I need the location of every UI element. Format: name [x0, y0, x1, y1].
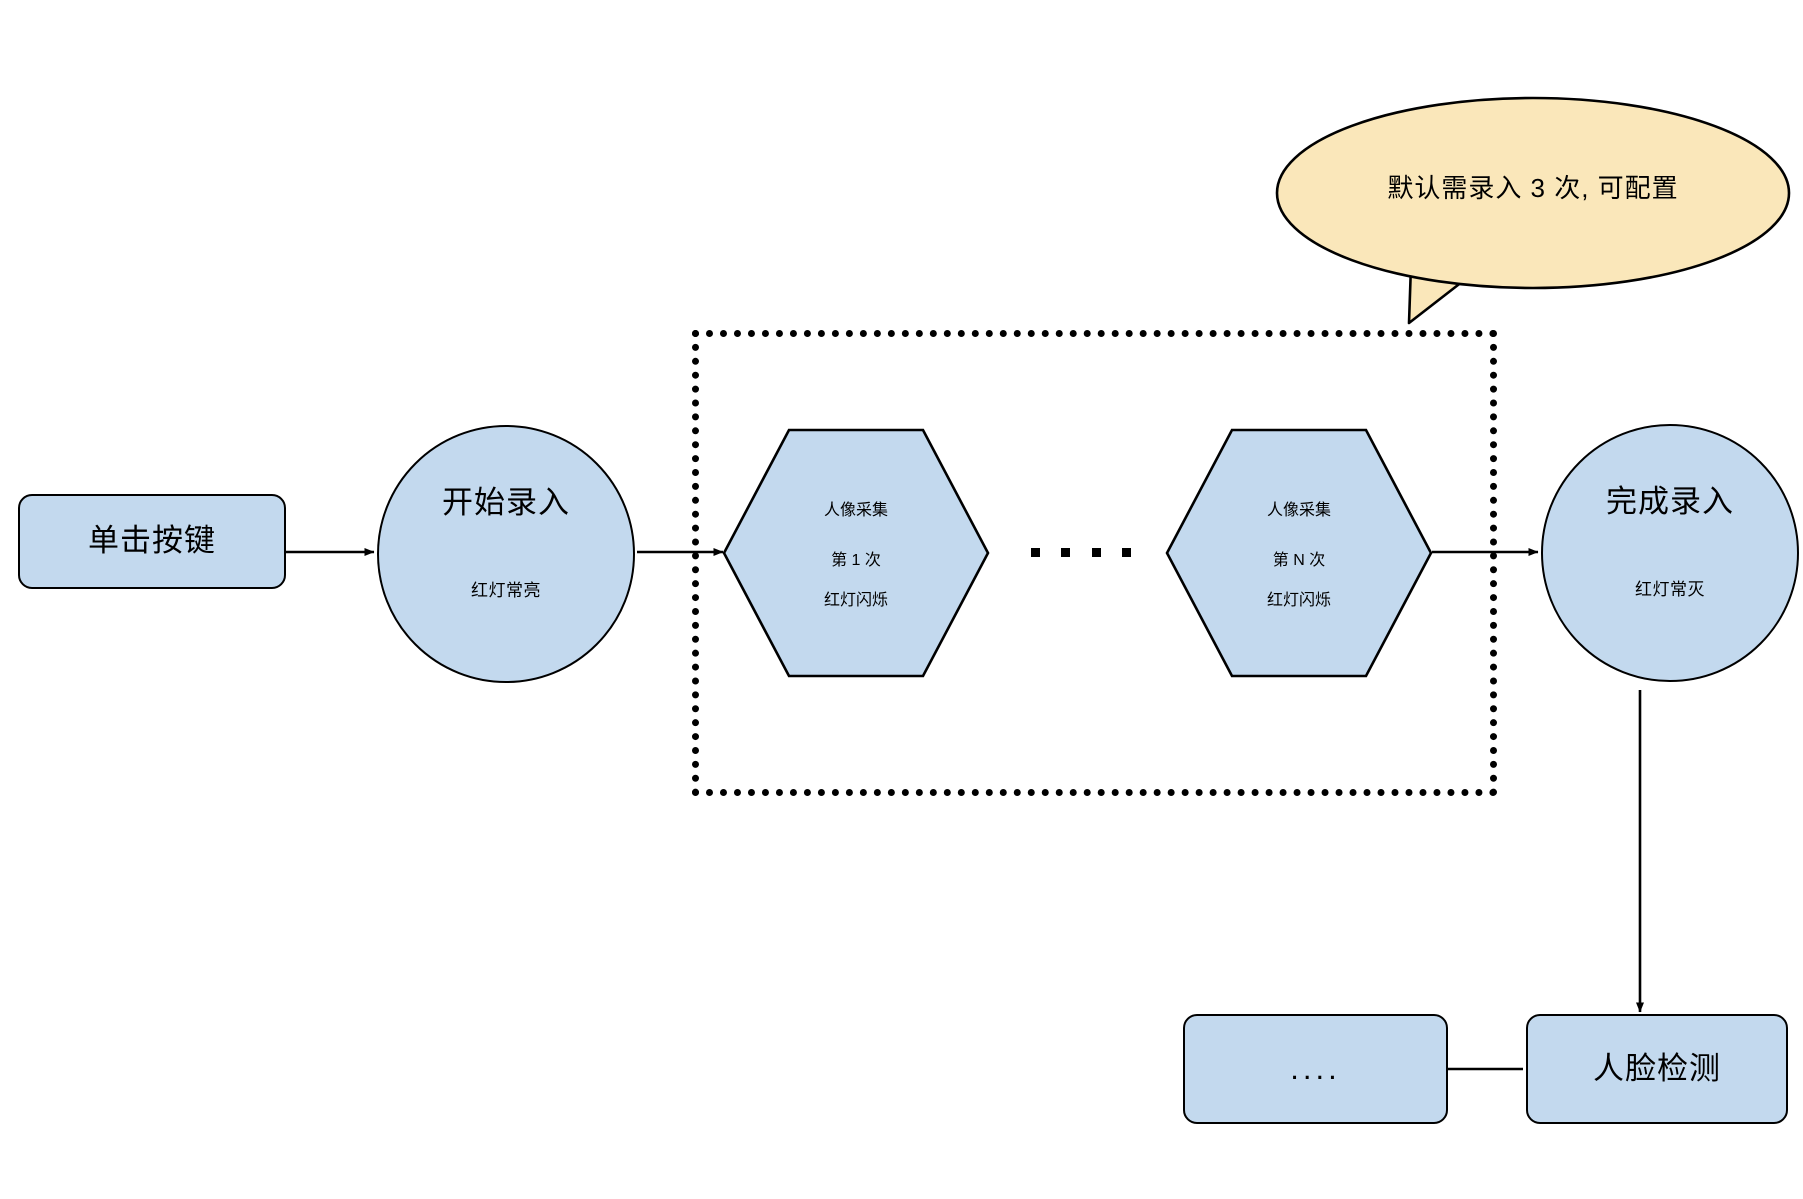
node-finish-enroll-status: 红灯常灭: [1635, 580, 1705, 600]
node-finish-enroll[interactable]: 完成录入 红灯常灭: [1541, 424, 1799, 682]
capture-ellipsis-dots: [1031, 548, 1131, 557]
node-capture-nth-label: 人像采集: [1266, 502, 1331, 519]
node-capture-nth[interactable]: 人像采集 第 N 次 红灯闪烁: [1165, 428, 1433, 678]
hexagon-shape: [722, 428, 990, 678]
node-click-button-label: 单击按键: [88, 523, 216, 559]
ellipsis-dot: [1121, 548, 1131, 557]
node-more-steps-label: ....: [1290, 1050, 1341, 1086]
node-start-enroll-status: 红灯常亮: [471, 581, 541, 601]
hexagon-shape: [1165, 428, 1433, 678]
callout-text: 默认需录入 3 次, 可配置: [1387, 172, 1679, 203]
capture-loop-region: [692, 330, 1497, 796]
node-capture-nth-index: 第 N 次: [1272, 552, 1326, 569]
node-face-detect-label: 人脸检测: [1593, 1050, 1721, 1086]
callout-default-times: 默认需录入 3 次, 可配置: [1273, 95, 1793, 325]
ellipsis-dot: [1031, 548, 1040, 557]
node-capture-first-label: 人像采集: [823, 502, 888, 519]
node-click-button[interactable]: 单击按键: [18, 494, 286, 589]
node-finish-enroll-label: 完成录入: [1606, 484, 1734, 520]
callout-bubble-shape: [1275, 96, 1791, 325]
ellipsis-dot: [1061, 548, 1071, 557]
node-capture-first-status: 红灯闪烁: [823, 592, 888, 609]
node-more-steps[interactable]: ....: [1183, 1014, 1448, 1124]
node-capture-first[interactable]: 人像采集 第 1 次 红灯闪烁: [722, 428, 990, 678]
node-start-enroll-label: 开始录入: [442, 485, 570, 521]
node-capture-first-index: 第 1 次: [831, 552, 881, 569]
node-face-detect[interactable]: 人脸检测: [1526, 1014, 1788, 1124]
ellipsis-dot: [1091, 548, 1101, 557]
node-start-enroll[interactable]: 开始录入 红灯常亮: [377, 425, 635, 683]
node-capture-nth-status: 红灯闪烁: [1266, 592, 1331, 609]
